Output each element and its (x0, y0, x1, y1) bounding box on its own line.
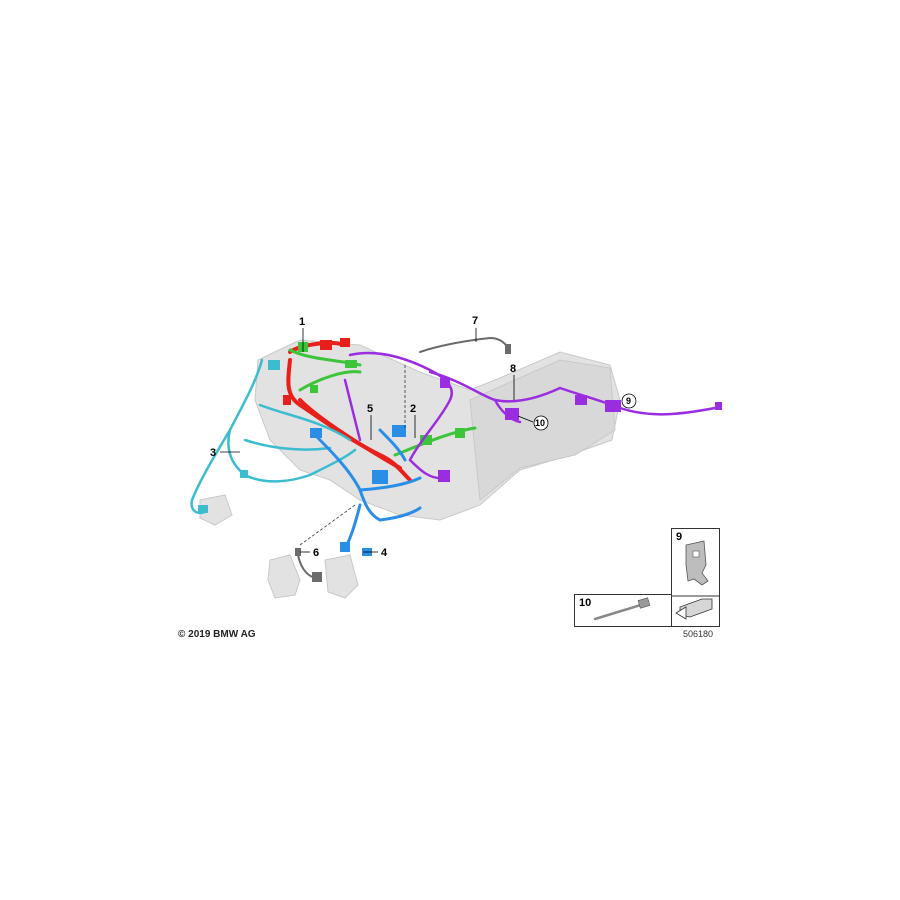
callout-7: 7 (472, 315, 478, 327)
callout-2: 2 (410, 403, 416, 415)
direction-arrow-icon (675, 598, 713, 620)
callout-4: 4 (381, 547, 388, 559)
engine-block-ghost (199, 339, 621, 599)
callout-10: 10 (535, 418, 545, 428)
harness-cyan-connectors (198, 360, 280, 513)
callout-5: 5 (367, 403, 373, 415)
leader-lines-dashed (299, 365, 406, 546)
callout-3: 3 (210, 447, 216, 459)
callout-9: 9 (626, 396, 631, 406)
harness-red-connectors (283, 338, 350, 405)
callout-6: 6 (313, 547, 319, 559)
inset-10-label: 10 (579, 597, 592, 609)
callout-8: 8 (510, 363, 516, 375)
callout-10-circle: 10 (533, 415, 549, 431)
harness-purple-connectors (438, 378, 722, 482)
sensor-parts-grey (295, 344, 511, 582)
copyright-text: © 2019 BMW AG (178, 629, 256, 640)
diagram-reference-number: 506180 (683, 629, 714, 639)
inset-part-10: 10 (574, 594, 672, 627)
harness-cyan (190, 358, 357, 515)
harness-blue (313, 428, 422, 550)
cable-tie-icon (593, 597, 651, 621)
callout-1: 1 (299, 316, 305, 328)
callout-9-circle: 9 (621, 393, 637, 409)
mounting-bracket-icon (672, 540, 719, 620)
inset-part-9: 9 (671, 528, 720, 627)
inset-9-label: 9 (676, 531, 683, 543)
callout-leaders (220, 328, 534, 553)
